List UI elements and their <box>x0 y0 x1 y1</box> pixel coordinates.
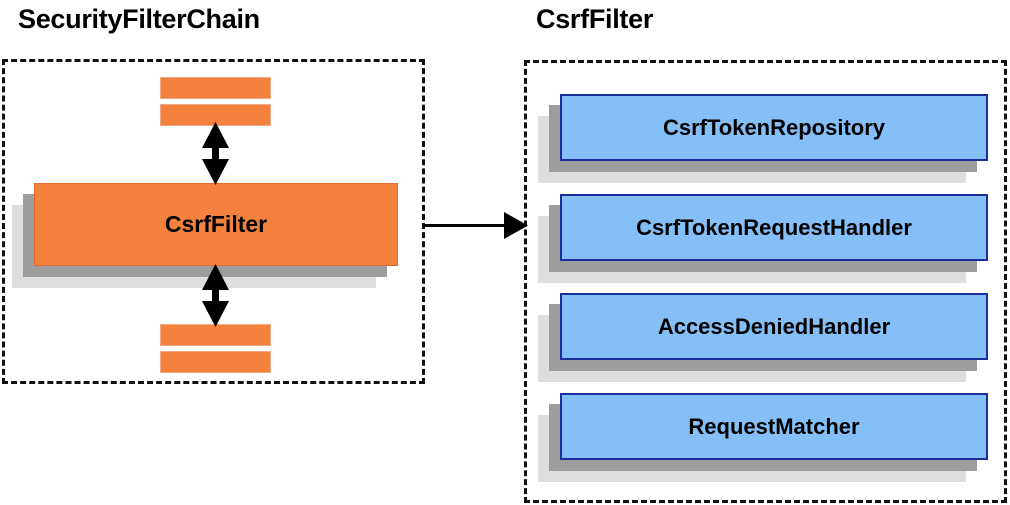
node-label: RequestMatcher <box>688 413 860 439</box>
node-access-denied-handler[interactable]: AccessDeniedHandler <box>538 293 988 382</box>
panel-security-filter-chain <box>2 59 425 384</box>
filter-bar-bottom-2 <box>160 351 271 373</box>
filter-bar-top-2 <box>160 104 271 126</box>
node-face: CsrfTokenRequestHandler <box>560 194 988 261</box>
node-label: CsrfFilter <box>164 211 268 237</box>
node-label: AccessDeniedHandler <box>657 313 891 339</box>
node-face: CsrfTokenRepository <box>560 94 988 161</box>
panel-csrf-filter-detail <box>524 60 1007 503</box>
filter-bar-bottom-1 <box>160 324 271 346</box>
node-csrf-filter[interactable]: CsrfFilter <box>12 183 398 288</box>
node-face: AccessDeniedHandler <box>560 293 988 360</box>
panel-title-security-filter-chain: SecurityFilterChain <box>18 4 260 34</box>
node-csrf-token-request-handler[interactable]: CsrfTokenRequestHandler <box>538 194 988 283</box>
node-csrf-token-repository[interactable]: CsrfTokenRepository <box>538 94 988 183</box>
node-label: CsrfTokenRepository <box>662 114 886 140</box>
panel-title-csrf-filter: CsrfFilter <box>536 4 654 34</box>
filter-bar-top-1 <box>160 77 271 99</box>
node-face: RequestMatcher <box>560 393 988 460</box>
node-request-matcher[interactable]: RequestMatcher <box>538 393 988 482</box>
connector-panel-left-to-panel-right <box>424 212 528 239</box>
node-label: CsrfTokenRequestHandler <box>636 214 912 240</box>
node-face: CsrfFilter <box>34 183 398 266</box>
